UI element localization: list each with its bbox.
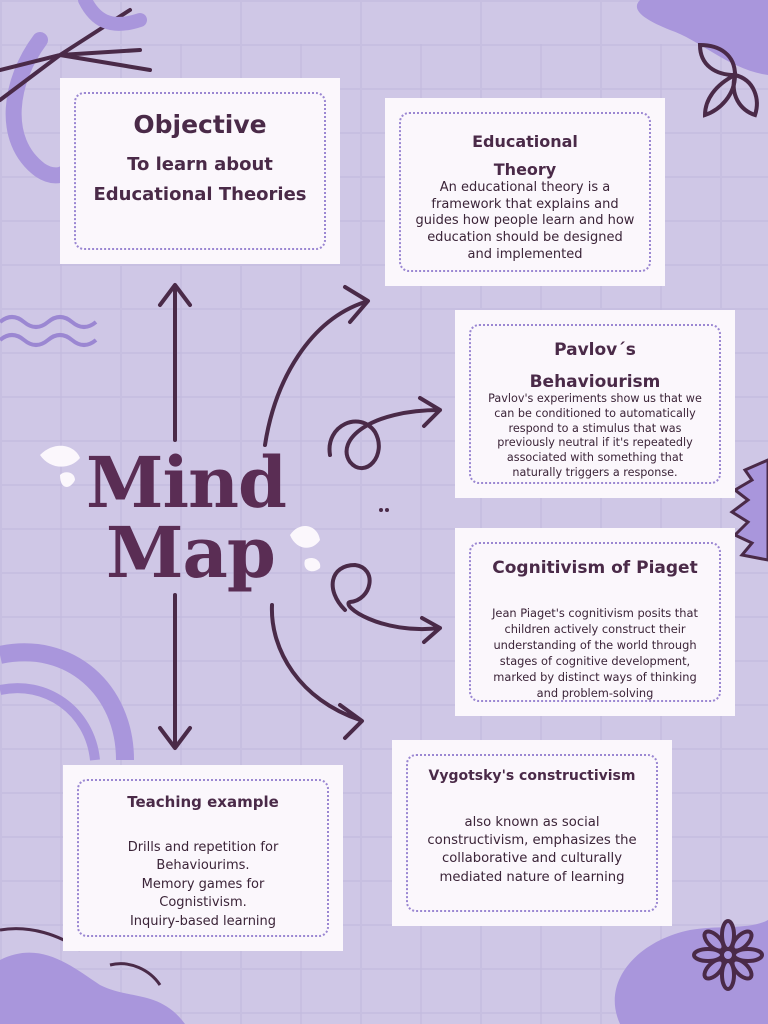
mind-map-title-line1: Mind xyxy=(86,441,287,524)
flower-icon xyxy=(692,919,764,991)
vygotsky-title: Vygotsky's constructivism xyxy=(428,768,636,784)
ribbon-bow-icon xyxy=(0,8,152,102)
objective-line1: To learn about xyxy=(127,154,273,175)
arrow-to-piaget xyxy=(330,563,442,644)
pavlov-card: Pavlov´s Behaviourism Pavlov's experimen… xyxy=(455,310,735,498)
card-frame xyxy=(74,92,326,250)
arrow-down xyxy=(158,593,192,750)
card-frame xyxy=(469,324,721,484)
vygotsky-body: also known as social constructivism, emp… xyxy=(427,815,637,885)
educational-theory-card: Educational Theory An educational theory… xyxy=(385,98,665,286)
hill-bottom-left-icon xyxy=(0,952,185,1024)
arrow-to-theory xyxy=(263,285,370,447)
card-frame xyxy=(399,112,651,272)
splash-right-icon xyxy=(290,525,321,572)
arrow-to-vygotsky xyxy=(269,603,364,740)
wavy-lines-icon xyxy=(0,315,98,347)
sun-shape-icon xyxy=(729,458,768,562)
educational-theory-body: An educational theory is a framework tha… xyxy=(415,180,635,262)
pavlov-title-line1: Pavlov´s xyxy=(554,340,636,360)
card-frame xyxy=(77,779,329,937)
blob-top-right-icon xyxy=(636,0,768,75)
leaf-doodle-icon xyxy=(697,42,759,118)
arc-small-icon xyxy=(0,683,100,761)
splash-left-icon xyxy=(40,445,80,487)
objective-line2: Educational Theories xyxy=(93,184,307,205)
educational-theory-title-line2: Theory xyxy=(493,160,557,179)
card-frame xyxy=(406,754,658,912)
objective-title: Objective xyxy=(133,110,267,139)
arrow-up xyxy=(158,283,192,442)
objective-card: Objective To learn about Educational The… xyxy=(60,78,340,264)
piaget-title: Cognitivism of Piaget xyxy=(492,558,698,578)
educational-theory-title-line1: Educational xyxy=(472,132,578,151)
pavlov-title-line2: Behaviourism xyxy=(529,372,661,392)
mind-map-title-line2: Map xyxy=(106,511,276,594)
teaching-example-title: Teaching example xyxy=(127,793,279,811)
piaget-card: Cognitivism of Piaget Jean Piaget's cogn… xyxy=(455,528,735,716)
piaget-body: Jean Piaget's cognitivism posits that ch… xyxy=(492,606,698,700)
arc-large-icon xyxy=(0,643,134,761)
arrow-to-pavlov xyxy=(327,396,442,470)
teaching-example-card: Teaching example Drills and repetition f… xyxy=(63,765,343,951)
vygotsky-card: Vygotsky's constructivism also known as … xyxy=(392,740,672,926)
pavlov-body: Pavlov's experiments show us that we can… xyxy=(488,392,702,479)
card-frame xyxy=(469,542,721,702)
teaching-example-body: Drills and repetition for Behaviourims. … xyxy=(127,840,279,929)
